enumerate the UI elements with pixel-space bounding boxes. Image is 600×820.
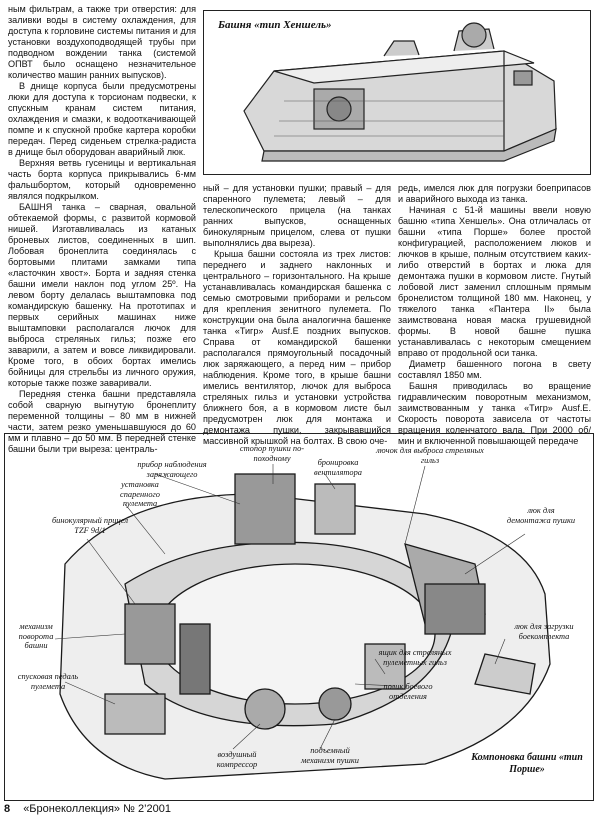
text-column-1: ным фильтрам, а также три отверстия: для…: [8, 4, 196, 455]
paragraph: редь, имелся люк для погрузки боеприпасо…: [398, 183, 591, 204]
paragraph: Башня приводилась во вращение гидравличе…: [398, 381, 591, 446]
paragraph: Начиная с 51-й машины ввели новую башню …: [398, 205, 591, 358]
text-column-3: редь, имелся люк для погрузки боеприпасо…: [398, 183, 591, 447]
label-elevation-mechanism: подъемный механизм пушки: [301, 746, 359, 765]
paragraph: В днище корпуса были предусмотрены люки …: [8, 81, 196, 157]
label-air-compressor: воздушный компрессор: [216, 750, 258, 769]
paragraph: ным фильтрам, а также три отверстия: для…: [8, 4, 196, 80]
label-gun-removal-hatch: люк для демонтажа пушки: [506, 506, 576, 525]
page-footer: 8 «Бронеколлекция» № 2’2001: [4, 803, 171, 815]
label-binocular-sight: бинокулярный прицел TZF 9d/1: [51, 516, 129, 535]
figure-caption: Башня «тип Хеншель»: [218, 19, 332, 31]
label-casing-box: ящик для стреляных пулеметных гильз: [378, 648, 452, 667]
label-travel-lock: стопор пушки по-походному: [239, 444, 305, 463]
label-turret-floor: полик боевого отделения: [383, 682, 433, 701]
paragraph: Передняя стенка башни представляла собой…: [8, 389, 196, 454]
label-mg-trigger: спусковая педаль пулемета: [17, 672, 79, 691]
page-number: 8: [4, 803, 11, 815]
magazine-title: «Бронеколлекция» № 2’2001: [23, 803, 171, 815]
turret-drawing: [243, 22, 557, 162]
diagram-title: Компоновка башни «тип Порше»: [471, 752, 583, 775]
label-coax-mg: установка спаренного пулемета: [120, 480, 160, 508]
label-traverse-mechanism: механизм поворота башни: [18, 622, 54, 650]
porsche-turret-cutaway: прибор наблюдения заряжающего стопор пуш…: [4, 433, 594, 801]
paragraph: Верхняя ветвь гусеницы и вертикальная ча…: [8, 158, 196, 201]
paragraph: Крыша башни состояла из трех листов: пер…: [203, 249, 391, 446]
label-loader-periscope: прибор наблюдения заряжающего: [137, 460, 207, 479]
henschel-turret-figure: Башня «тип Хеншель»: [203, 10, 591, 175]
label-casing-hatch: лючок для выброса стреляных гильз: [376, 446, 484, 465]
label-ammo-hatch: люк для загрузки боекомплекта: [514, 622, 574, 641]
label-fan-armor: бронировка вентилятора: [314, 458, 362, 477]
paragraph: Диаметр башенного погона в свету составл…: [398, 359, 591, 380]
paragraph: БАШНЯ танка – сварная, овальной обтекаем…: [8, 202, 196, 388]
cutaway-drawing: [54, 464, 551, 780]
text-column-2: ный – для установки пушки; правый – для …: [203, 183, 391, 447]
paragraph: ный – для установки пушки; правый – для …: [203, 183, 391, 248]
